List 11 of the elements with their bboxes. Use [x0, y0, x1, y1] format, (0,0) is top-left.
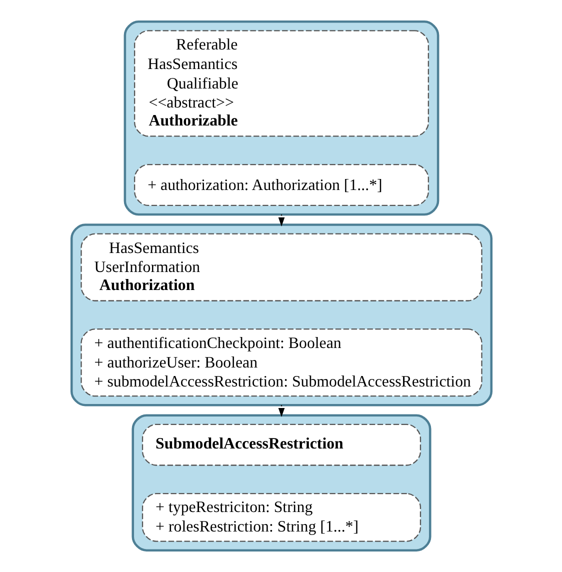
cluster: [123, 20, 439, 216]
arrow: [278, 214, 284, 226]
node-box: + authorization: Authorization [1...*]: [134, 164, 428, 206]
node-box: Referable HasSemantics Qualifiable <<abstract>> Authorizable: [134, 30, 428, 137]
cluster: [70, 224, 492, 406]
node-box: + authentificationCheckpoint: Boolean + authorizeUser: Boolean + submodelAccessRestriction: SubmodelAccessRestriction: [80, 328, 482, 397]
node-box: SubmodelAccessRestriction: [141, 424, 421, 466]
node-box: HasSemantics UserInformation Authorization: [80, 233, 482, 302]
node-box: + typeRestriciton: String + rolesRestriction: String [1...*]: [141, 493, 421, 542]
cluster: [131, 414, 431, 552]
arrow: [278, 405, 284, 418]
